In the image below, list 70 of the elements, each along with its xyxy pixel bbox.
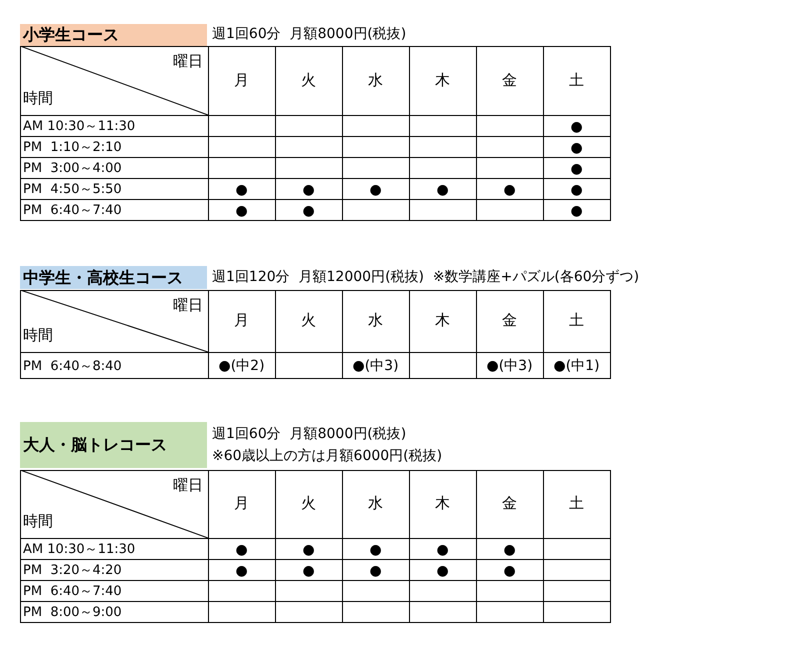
time-slot-label: PM 8:00～9:00 xyxy=(23,606,122,619)
schedule-mark: ●(中2) xyxy=(218,359,265,373)
row-axis-label: 時間 xyxy=(23,514,53,529)
schedule-mark: ● xyxy=(504,182,516,196)
time-slot-label: PM 3:00～4:00 xyxy=(23,162,122,175)
weekday-header: 月 xyxy=(234,496,249,511)
course-title: 大人・脳トレコース xyxy=(23,437,167,453)
weekday-header: 木 xyxy=(435,72,450,88)
weekday-header: 水 xyxy=(368,313,383,328)
column-axis-label: 曜日 xyxy=(173,54,203,69)
time-slot-label: PM 6:40～7:40 xyxy=(23,585,122,598)
course-banner xyxy=(20,266,207,289)
time-slot-label: PM 6:40～7:40 xyxy=(23,204,122,217)
price-note: 週1回60分 月額8000円(税抜) xyxy=(212,427,406,441)
schedule-mark: ● xyxy=(370,564,382,578)
row-axis-label: 時間 xyxy=(23,91,53,106)
schedule-mark: ● xyxy=(570,162,583,176)
weekday-header: 月 xyxy=(234,313,249,328)
schedule-mark: ● xyxy=(504,542,516,556)
schedule-mark: ● xyxy=(370,542,382,556)
weekday-header: 土 xyxy=(569,496,584,511)
weekday-header: 金 xyxy=(502,496,517,511)
schedule-mark: ● xyxy=(570,120,583,134)
weekday-header: 金 xyxy=(502,72,517,88)
schedule-mark: ● xyxy=(302,182,315,196)
time-slot-label: AM 10:30～11:30 xyxy=(23,543,136,556)
price-note: ※60歳以上の方は月額6000円(税抜) xyxy=(212,449,442,463)
time-slot-label: PM 1:10～2:10 xyxy=(23,141,122,154)
schedule-mark: ● xyxy=(504,564,516,578)
schedule-mark: ● xyxy=(436,542,449,556)
time-slot-label: PM 6:40～8:40 xyxy=(23,360,122,372)
time-slot-label: PM 4:50～5:50 xyxy=(23,183,122,196)
weekday-header: 火 xyxy=(301,72,316,88)
weekday-header: 木 xyxy=(435,313,450,328)
schedule-mark: ● xyxy=(570,182,583,196)
schedule-mark: ● xyxy=(370,182,382,196)
price-note: 週1回60分 月額8000円(税抜) xyxy=(212,27,406,41)
row-axis-label: 時間 xyxy=(23,328,53,343)
schedule-mark: ● xyxy=(570,204,583,218)
weekday-header: 火 xyxy=(301,496,316,511)
weekday-header: 土 xyxy=(569,72,584,88)
weekday-header: 月 xyxy=(234,72,249,88)
weekday-header: 土 xyxy=(569,313,584,328)
course-banner xyxy=(20,24,207,46)
schedule-mark: ● xyxy=(436,182,449,196)
schedule-mark: ● xyxy=(436,564,449,578)
weekday-header: 火 xyxy=(301,313,316,328)
column-axis-label: 曜日 xyxy=(173,298,203,313)
time-slot-label: AM 10:30～11:30 xyxy=(23,120,136,133)
schedule-mark: ● xyxy=(302,542,315,556)
schedule-mark: ●(中1) xyxy=(554,359,600,373)
price-note: 週1回120分 月額12000円(税抜) ※数学講座+パズル(各60分ずつ) xyxy=(212,270,640,284)
schedule-mark: ● xyxy=(236,542,248,556)
weekday-header: 水 xyxy=(368,496,383,511)
schedule-mark: ● xyxy=(302,564,315,578)
course-title: 小学生コース xyxy=(23,27,119,43)
course-title: 中学生・高校生コース xyxy=(23,270,183,286)
weekday-header: 木 xyxy=(435,496,450,511)
schedule-mark: ●(中3) xyxy=(486,359,533,373)
schedule-mark: ●(中3) xyxy=(352,359,399,373)
schedule-mark: ● xyxy=(236,564,248,578)
course-banner xyxy=(20,422,207,468)
schedule-mark: ● xyxy=(236,182,248,196)
schedule-mark: ● xyxy=(302,204,315,218)
weekday-header: 金 xyxy=(502,313,517,328)
time-slot-label: PM 3:20～4:20 xyxy=(23,564,122,577)
column-axis-label: 曜日 xyxy=(173,478,203,493)
schedule-mark: ● xyxy=(236,204,248,218)
weekday-header: 水 xyxy=(368,72,383,88)
schedule-mark: ● xyxy=(570,140,583,154)
